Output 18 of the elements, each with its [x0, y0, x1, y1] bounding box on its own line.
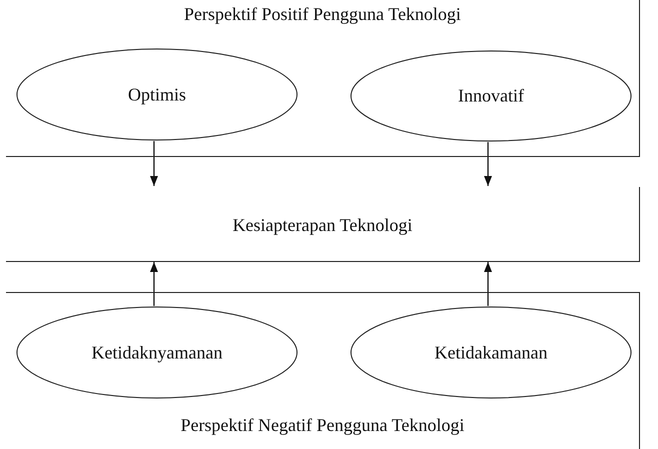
group-panel	[6, 0, 640, 157]
heading-label: Perspektif Negatif Pengguna Teknologi	[180, 415, 466, 436]
oval-node	[16, 306, 298, 399]
node-label: Optimis	[126, 84, 187, 105]
oval-node	[16, 48, 298, 141]
heading-label: Perspektif Positif Pengguna Teknologi	[183, 4, 462, 25]
node-label: Ketidaknyamanan	[90, 342, 224, 363]
group-panel	[6, 292, 640, 449]
oval-node	[350, 50, 632, 142]
node-label: Ketidakamanan	[434, 342, 548, 363]
arrow	[150, 262, 158, 306]
arrow	[150, 141, 158, 186]
arrow	[484, 142, 492, 186]
node-label: Innovatif	[457, 86, 525, 106]
arrow	[484, 262, 492, 306]
heading-label: Kesiapterapan Teknologi	[232, 215, 414, 236]
process-box	[6, 187, 640, 262]
oval-node	[350, 306, 632, 399]
